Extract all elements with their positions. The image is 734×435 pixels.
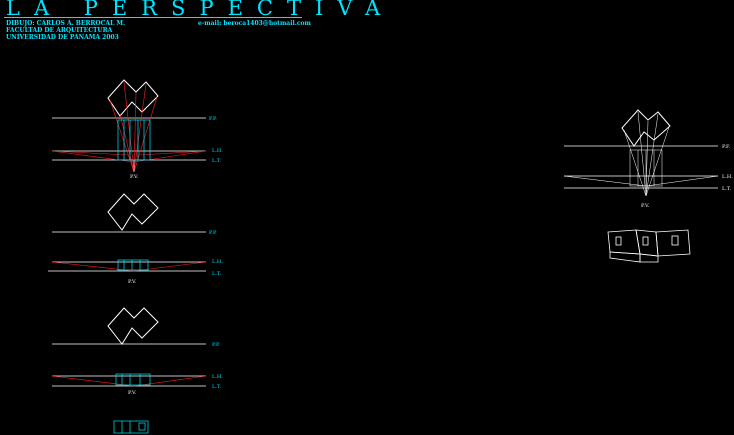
- label-lh-2: L.H.: [212, 259, 223, 265]
- label-pp-2: P.P.: [209, 230, 217, 236]
- university-line: UNIVERSIDAD DE PANAMA 2003: [6, 34, 119, 41]
- faculty-line: FACULTAD DE ARQUITECTURA: [6, 27, 113, 34]
- box-elevation-2: [117, 259, 149, 271]
- drawing-3: P.P. L.H. L.T. P.V.: [51, 307, 223, 396]
- label-lh-3: L.H.: [212, 374, 223, 380]
- label-lh-1: L.H.: [212, 148, 223, 154]
- label-pv-1: P.V.: [130, 174, 139, 180]
- label-lt-3: L.T.: [212, 384, 222, 390]
- label-pv-3: P.V.: [128, 390, 137, 396]
- plan-shape-3: [107, 307, 159, 345]
- page-title: LA PERSPECTIVA: [6, 0, 395, 20]
- label-lh-4: L.H.: [722, 174, 733, 180]
- plan-shape-4: [621, 109, 671, 147]
- label-pf-4: P.F.: [722, 144, 731, 150]
- projection-rays-4: [563, 111, 719, 197]
- label-lt-4: L.T.: [722, 186, 732, 192]
- plan-shape-1: [107, 79, 159, 117]
- drawing-2: P.P. L.H. L.T. P.V.: [48, 193, 223, 285]
- perspective-box: [607, 229, 691, 263]
- label-pv-4: P.V.: [641, 203, 650, 209]
- box-elevation-3: [115, 373, 151, 386]
- drawing-1: P.P. L.H. L.T. P.V.: [51, 79, 223, 180]
- email-line: e-mail: beroca1403@hotmail.com: [198, 20, 311, 27]
- title-underline: [4, 17, 302, 18]
- projection-rays-1: [51, 81, 207, 173]
- drawing-4: P.F. L.H. L.T. P.V.: [563, 109, 733, 209]
- label-lt-2: L.T.: [212, 271, 222, 277]
- projection-rays-2: [51, 261, 207, 272]
- label-pp-1: P.P.: [209, 116, 217, 122]
- label-pp-3: P.P.: [212, 342, 220, 348]
- label-pv-2: P.V.: [128, 279, 137, 285]
- small-box-bottom: [113, 420, 149, 434]
- plan-shape-2: [107, 193, 159, 231]
- label-lt-1: L.T.: [212, 158, 222, 164]
- projection-rays-3: [51, 375, 207, 387]
- author-line: DIBUJO: CARLOS A. BERROCAL M.: [6, 20, 126, 27]
